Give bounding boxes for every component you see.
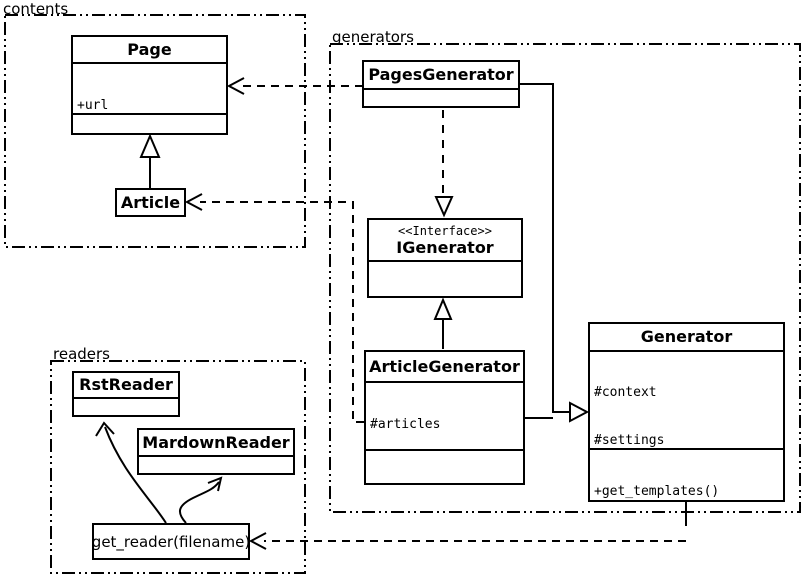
class-rstreader: RstReader +read() (72, 371, 180, 417)
getreader-to-mardownreader-arrowhead (207, 476, 223, 492)
interface-igenerator-title: <<Interface>> IGenerator (369, 220, 521, 260)
class-pagesgenerator: PagesGenerator #pages (362, 60, 520, 108)
generator-to-getreader-arrowhead (248, 532, 267, 550)
getreader-to-mardownreader-curve (179, 481, 220, 524)
attribute: #context (594, 385, 657, 400)
class-page: Page +url +slug +summary +check_properti… (71, 35, 228, 135)
class-mardownreader-methods: +read() (139, 455, 293, 473)
class-articlegenerator-attributes: #articles #dates #tags #categories (366, 381, 523, 449)
class-article: Article (115, 188, 186, 217)
class-article-title: Article (120, 192, 181, 212)
interface-name: IGenerator (396, 237, 494, 257)
generators-package-label: generators (332, 28, 414, 46)
attribute: +url (77, 98, 109, 113)
function-get-reader-label: get_reader(filename) (91, 532, 251, 551)
contents-package-border (4, 14, 306, 248)
method: +get_templates() (594, 484, 720, 499)
class-articlegenerator-methods: +generate_feeds() +generate_pages() (366, 449, 523, 483)
class-generator-attributes: #context #settings #path #theme #output_… (590, 350, 783, 448)
generator-generalization-triangle (569, 401, 590, 423)
class-mardownreader: MardownReader +read() (137, 428, 295, 475)
getreader-to-rstreader-curve (104, 426, 167, 524)
function-get-reader: get_reader(filename) (92, 523, 250, 560)
readers-package-label: readers (53, 345, 110, 363)
class-generator-title: Generator (640, 327, 733, 346)
class-page-methods: +check_properties() (73, 113, 226, 133)
articlegenerator-to-article-dashed (200, 201, 364, 423)
interface-igenerator-methods: +generate_context() +generate_output() (369, 260, 521, 296)
class-page-attributes: +url +slug +summary (73, 62, 226, 113)
generators-package-border (329, 43, 801, 513)
class-rstreader-title: RstReader (79, 375, 173, 394)
interface-stereotype: <<Interface>> (398, 223, 492, 238)
class-articlegenerator: ArticleGenerator #articles #dates #tags … (364, 350, 525, 485)
class-generator: Generator #context #settings #path #them… (588, 322, 785, 502)
articlegenerator-to-igenerator-triangle (433, 297, 453, 320)
articlegenerator-to-article-arrowhead (184, 193, 203, 211)
getreader-to-rstreader-arrowhead (95, 421, 115, 437)
article-to-page-triangle (139, 133, 161, 158)
pagesgenerator-to-generator-line (520, 83, 570, 413)
contents-package-label: contents (3, 0, 69, 18)
class-mardownreader-title: MardownReader (142, 432, 290, 452)
interface-igenerator: <<Interface>> IGenerator +generate_conte… (367, 218, 523, 298)
class-generator-methods: +get_templates() +get_files(path,exclude… (590, 448, 783, 500)
class-articlegenerator-title: ArticleGenerator (369, 356, 520, 376)
class-page-title: Page (127, 39, 172, 59)
pagesgenerator-to-page-arrowhead (226, 77, 245, 95)
class-rstreader-methods: +read() (74, 397, 178, 415)
class-pagesgenerator-attributes: #pages (364, 88, 518, 106)
readers-package-border (50, 360, 306, 574)
attribute: #settings (594, 433, 665, 448)
attribute: #articles (370, 417, 441, 432)
class-pagesgenerator-title: PagesGenerator (368, 65, 514, 84)
pagesgenerator-to-igenerator-triangle (434, 196, 454, 218)
